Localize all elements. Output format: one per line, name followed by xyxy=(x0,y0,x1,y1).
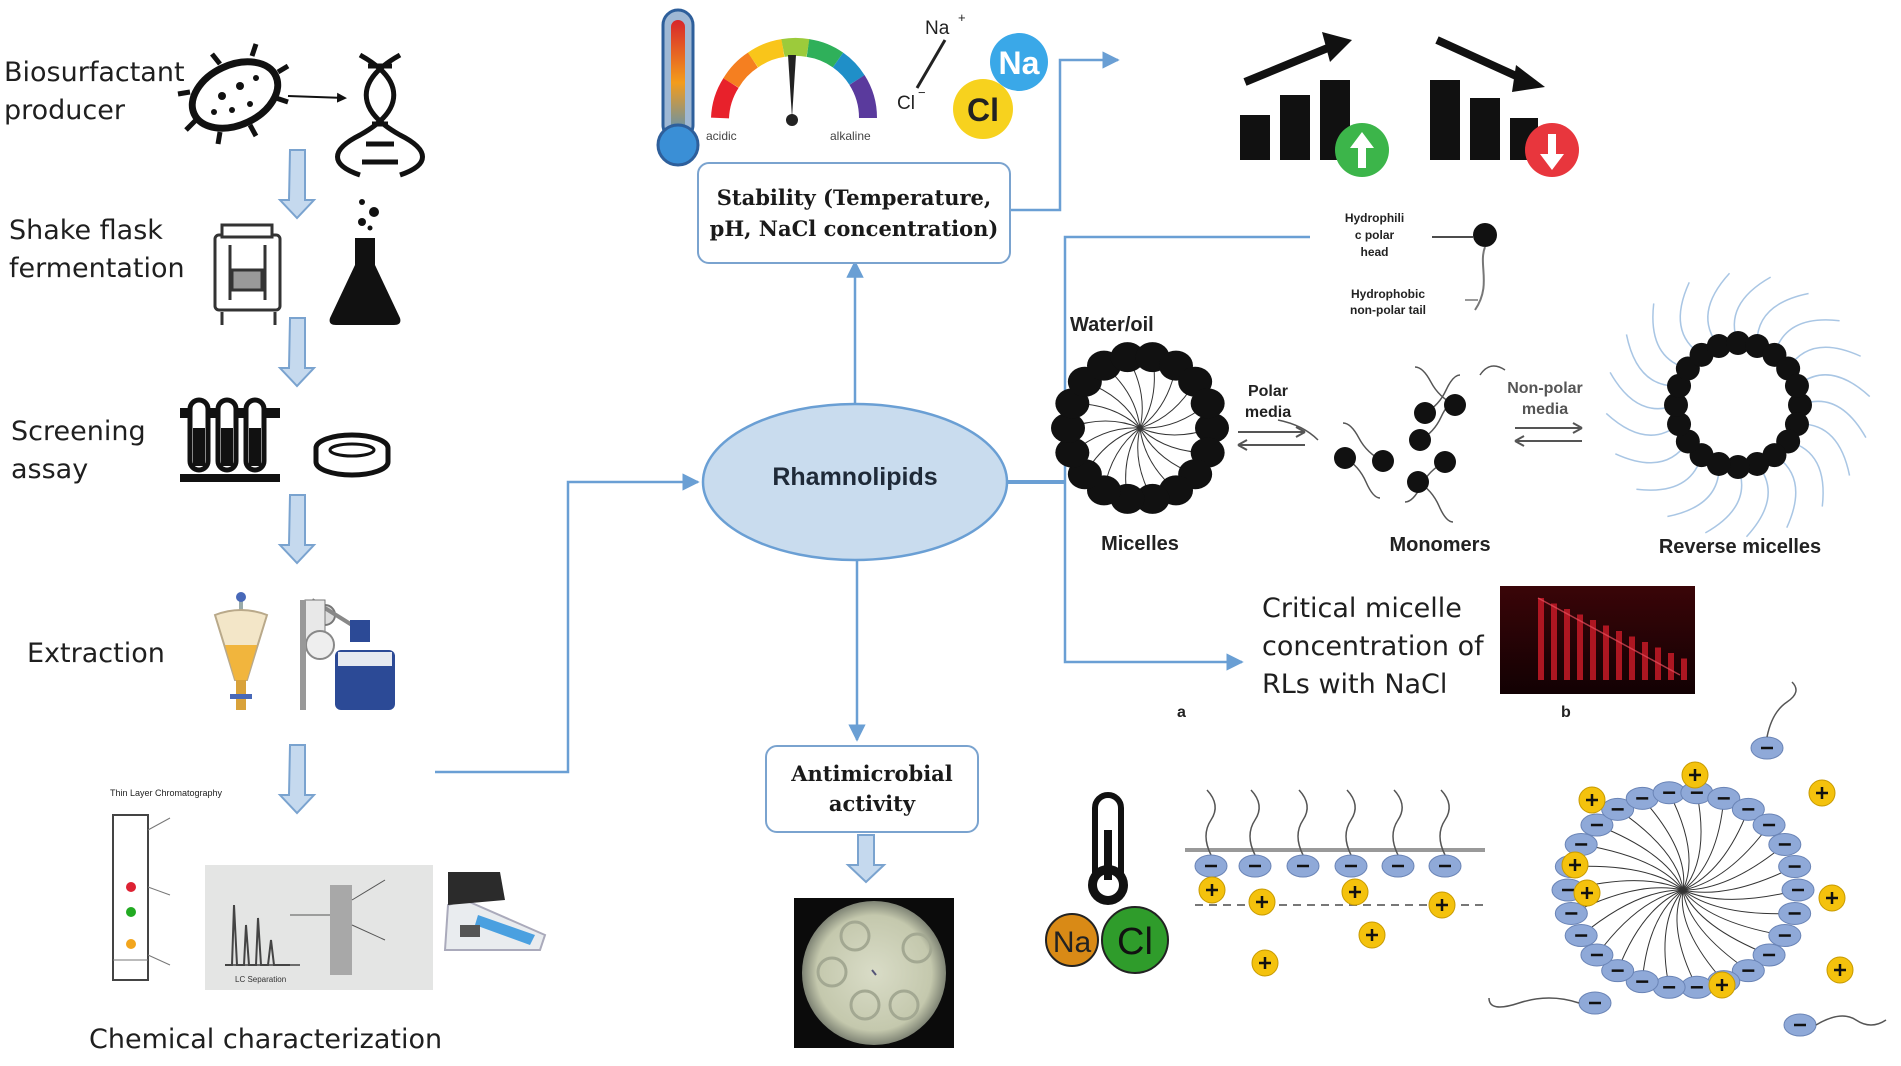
micelle-icon xyxy=(1051,342,1229,514)
chemical-characterization-label: Chemical characterization xyxy=(89,1024,443,1055)
spectrophotometer-icon xyxy=(443,872,547,951)
separatory-funnel-icon xyxy=(213,592,269,710)
antimicrobial-box: Antimicrobial activity xyxy=(765,745,979,833)
cl-minus-label: Cl xyxy=(897,93,915,114)
monomers-label: Monomers xyxy=(1389,534,1491,556)
nonpolar-media-arrows xyxy=(1514,422,1583,447)
flask-icon xyxy=(329,199,401,325)
cmc-text: Critical micelle concentration of RLs wi… xyxy=(1262,593,1484,700)
cmc-image xyxy=(1500,586,1695,694)
nacl-bond xyxy=(915,39,947,89)
ph-alkaline-label: alkaline xyxy=(830,129,871,143)
na-plus-label: Na xyxy=(925,18,950,39)
thermometer-icon xyxy=(656,8,700,167)
thermometer-small-icon xyxy=(1088,792,1128,905)
stability-box: Stability (Temperature, pH, NaCl concent… xyxy=(697,162,1011,264)
antimicrobial-down-arrow xyxy=(845,834,887,884)
increase-chart-icon xyxy=(1240,32,1389,177)
hydrophobic-label: Hydrophobic non-polar tail xyxy=(1350,287,1426,317)
tlc-plate-icon xyxy=(112,814,171,981)
shake-flask-label: Shake flask fermentation xyxy=(9,215,185,284)
ph-acidic-label: acidic xyxy=(706,129,737,143)
connector-characterization-to-rhamnolipids xyxy=(435,473,700,774)
ph-gauge-icon xyxy=(711,37,878,126)
bacterium-icon xyxy=(177,43,290,145)
na-salt-ball xyxy=(1045,913,1099,967)
cl-minus-sign: − xyxy=(918,85,926,100)
lc-label: LC Separation xyxy=(235,975,286,984)
cl-ball-label: Cl xyxy=(967,92,999,128)
polar-media-arrows xyxy=(1237,426,1306,451)
extraction-label: Extraction xyxy=(27,638,165,669)
micelles-label: Micelles xyxy=(1101,533,1179,555)
hydrophilic-label: Hydrophili c polar head xyxy=(1344,211,1405,259)
charged-micelle-diagram xyxy=(1488,681,1887,1037)
rhamnolipids-label: Rhamnolipids xyxy=(772,463,938,491)
na-salt-label: Na xyxy=(1053,926,1092,959)
reverse-micelles-label: Reverse micelles xyxy=(1658,536,1822,558)
cl-ball xyxy=(953,79,1013,139)
connector-to-cmc xyxy=(1063,482,1244,671)
polar-head-icon xyxy=(1473,223,1497,247)
na-ball xyxy=(990,33,1048,91)
interface-diagram xyxy=(1185,789,1485,977)
water-oil-label: Water/oil xyxy=(1070,314,1154,336)
na-plus-sign: + xyxy=(958,10,966,25)
tlc-title: Thin Layer Chromatography xyxy=(110,788,223,798)
nonpolar-media-label: Non-polar media xyxy=(1507,380,1583,418)
cl-salt-label: Cl xyxy=(1117,921,1153,963)
decrease-chart-icon xyxy=(1430,36,1579,177)
cmc-label-a: a xyxy=(1177,704,1186,721)
monomers-icon xyxy=(1277,365,1506,523)
fermenter-icon xyxy=(213,223,282,325)
cmc-label-b: b xyxy=(1561,704,1571,721)
polar-media-label: Polar media xyxy=(1244,383,1292,421)
screening-label: Screening assay xyxy=(11,416,146,485)
workflow-arrows xyxy=(277,149,317,815)
dna-icon xyxy=(335,52,425,178)
test-tubes-icon xyxy=(180,397,280,482)
connector-stability-to-trends xyxy=(1008,51,1120,212)
na-ball-label: Na xyxy=(999,45,1040,81)
biosurfactant-producer-label: Biosurfactant producer xyxy=(4,57,185,126)
nonpolar-tail-icon xyxy=(1474,246,1486,311)
agar-plate-photo xyxy=(794,898,954,1048)
petri-dish-icon xyxy=(313,432,391,478)
reverse-micelle-icon xyxy=(1605,272,1871,538)
lc-separation-panel: LC Separation xyxy=(205,865,433,990)
cl-salt-ball xyxy=(1101,906,1169,974)
rotary-evaporator-icon xyxy=(300,598,395,710)
